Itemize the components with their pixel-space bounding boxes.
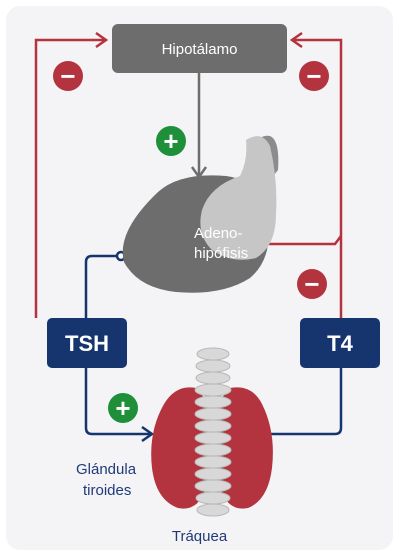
adeno-label-line1: Adeno- <box>194 225 242 242</box>
adeno-to-tsh-line <box>86 256 118 318</box>
trachea-label: Tráquea <box>172 528 228 545</box>
svg-text:−: − <box>60 61 75 91</box>
svg-text:−: − <box>304 269 319 299</box>
thyroid-label-line2: tiroides <box>83 482 131 499</box>
thyroid-to-t4-line <box>268 368 341 434</box>
minus-sign-top-right: − <box>299 61 329 91</box>
thyroid-label-line1: Glándula <box>76 461 137 478</box>
minus-sign-right: − <box>297 269 327 299</box>
svg-text:−: − <box>306 61 321 91</box>
minus-sign-top-left: − <box>53 61 83 91</box>
svg-text:+: + <box>163 126 178 156</box>
hypothalamus-label: Hipotálamo <box>162 41 238 58</box>
tsh-label: TSH <box>65 331 109 356</box>
adeno-label-line2: hipófisis <box>194 245 248 262</box>
plus-sign-hypothalamus: + <box>156 126 186 156</box>
svg-text:+: + <box>115 393 130 423</box>
plus-sign-tsh: + <box>108 393 138 423</box>
t4-label: T4 <box>327 331 353 356</box>
